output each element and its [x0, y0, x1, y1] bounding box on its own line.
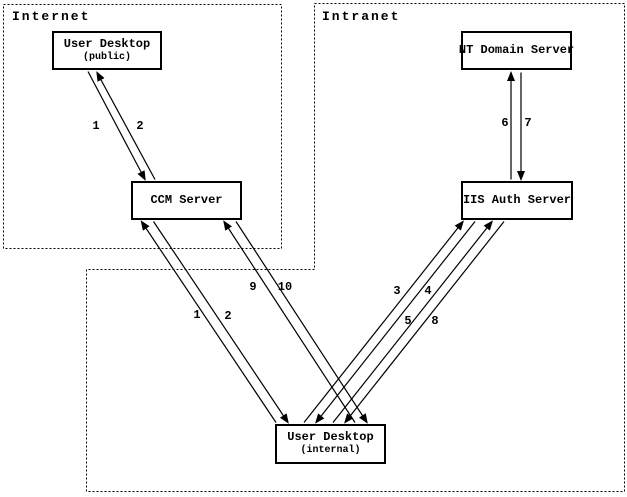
- node-title: CCM Server: [150, 192, 223, 207]
- intranet-zone-label: Intranet: [321, 9, 402, 24]
- node-subtitle: (public): [82, 51, 131, 63]
- node-ccm-server: CCM Server: [131, 181, 242, 220]
- edge-label-9: 9: [249, 280, 257, 294]
- edge-5-internal-to-iis: [332, 220, 493, 423]
- edge-3-internal-to-iis: [303, 220, 464, 423]
- edge-1-internal-to-ccm: [140, 220, 277, 423]
- edge-10-ccm-to-internal: [235, 221, 368, 424]
- node-user-desktop-public: User Desktop (public): [52, 31, 162, 70]
- edge-label-2-public: 2: [136, 119, 144, 133]
- node-title: User Desktop: [63, 36, 151, 51]
- internet-zone-label: Internet: [11, 9, 92, 24]
- edge-2-ccm-to-public: [96, 71, 156, 180]
- edge-label-7: 7: [524, 116, 532, 130]
- edge-label-1-public: 1: [92, 119, 100, 133]
- node-title: NT Domain Server: [458, 42, 575, 57]
- node-title: User Desktop: [287, 430, 374, 445]
- edge-1-public-to-ccm: [87, 71, 146, 181]
- node-subtitle: (internal): [300, 445, 361, 457]
- edge-label-4: 4: [424, 284, 432, 298]
- edge-label-6: 6: [501, 116, 509, 130]
- edge-label-2-internal: 2: [224, 309, 232, 323]
- edge-label-8: 8: [431, 314, 439, 328]
- intranet-zone-border: [86, 3, 625, 492]
- node-nt-domain-server: NT Domain Server: [458, 31, 575, 70]
- edge-label-1-internal: 1: [193, 308, 201, 322]
- edge-2-ccm-to-internal: [153, 221, 289, 424]
- edge-4-iis-to-internal: [315, 221, 476, 424]
- internet-zone-border: [3, 4, 282, 249]
- node-iis-auth-server: IIS Auth Server: [461, 181, 573, 220]
- node-title: IIS Auth Server: [462, 192, 572, 207]
- edge-label-3: 3: [393, 284, 401, 298]
- edge-9-internal-to-ccm: [223, 220, 356, 423]
- edge-label-5: 5: [404, 314, 412, 328]
- node-user-desktop-internal: User Desktop (internal): [275, 424, 386, 464]
- edge-8-iis-to-internal: [344, 221, 505, 424]
- edge-label-10: 10: [277, 280, 293, 294]
